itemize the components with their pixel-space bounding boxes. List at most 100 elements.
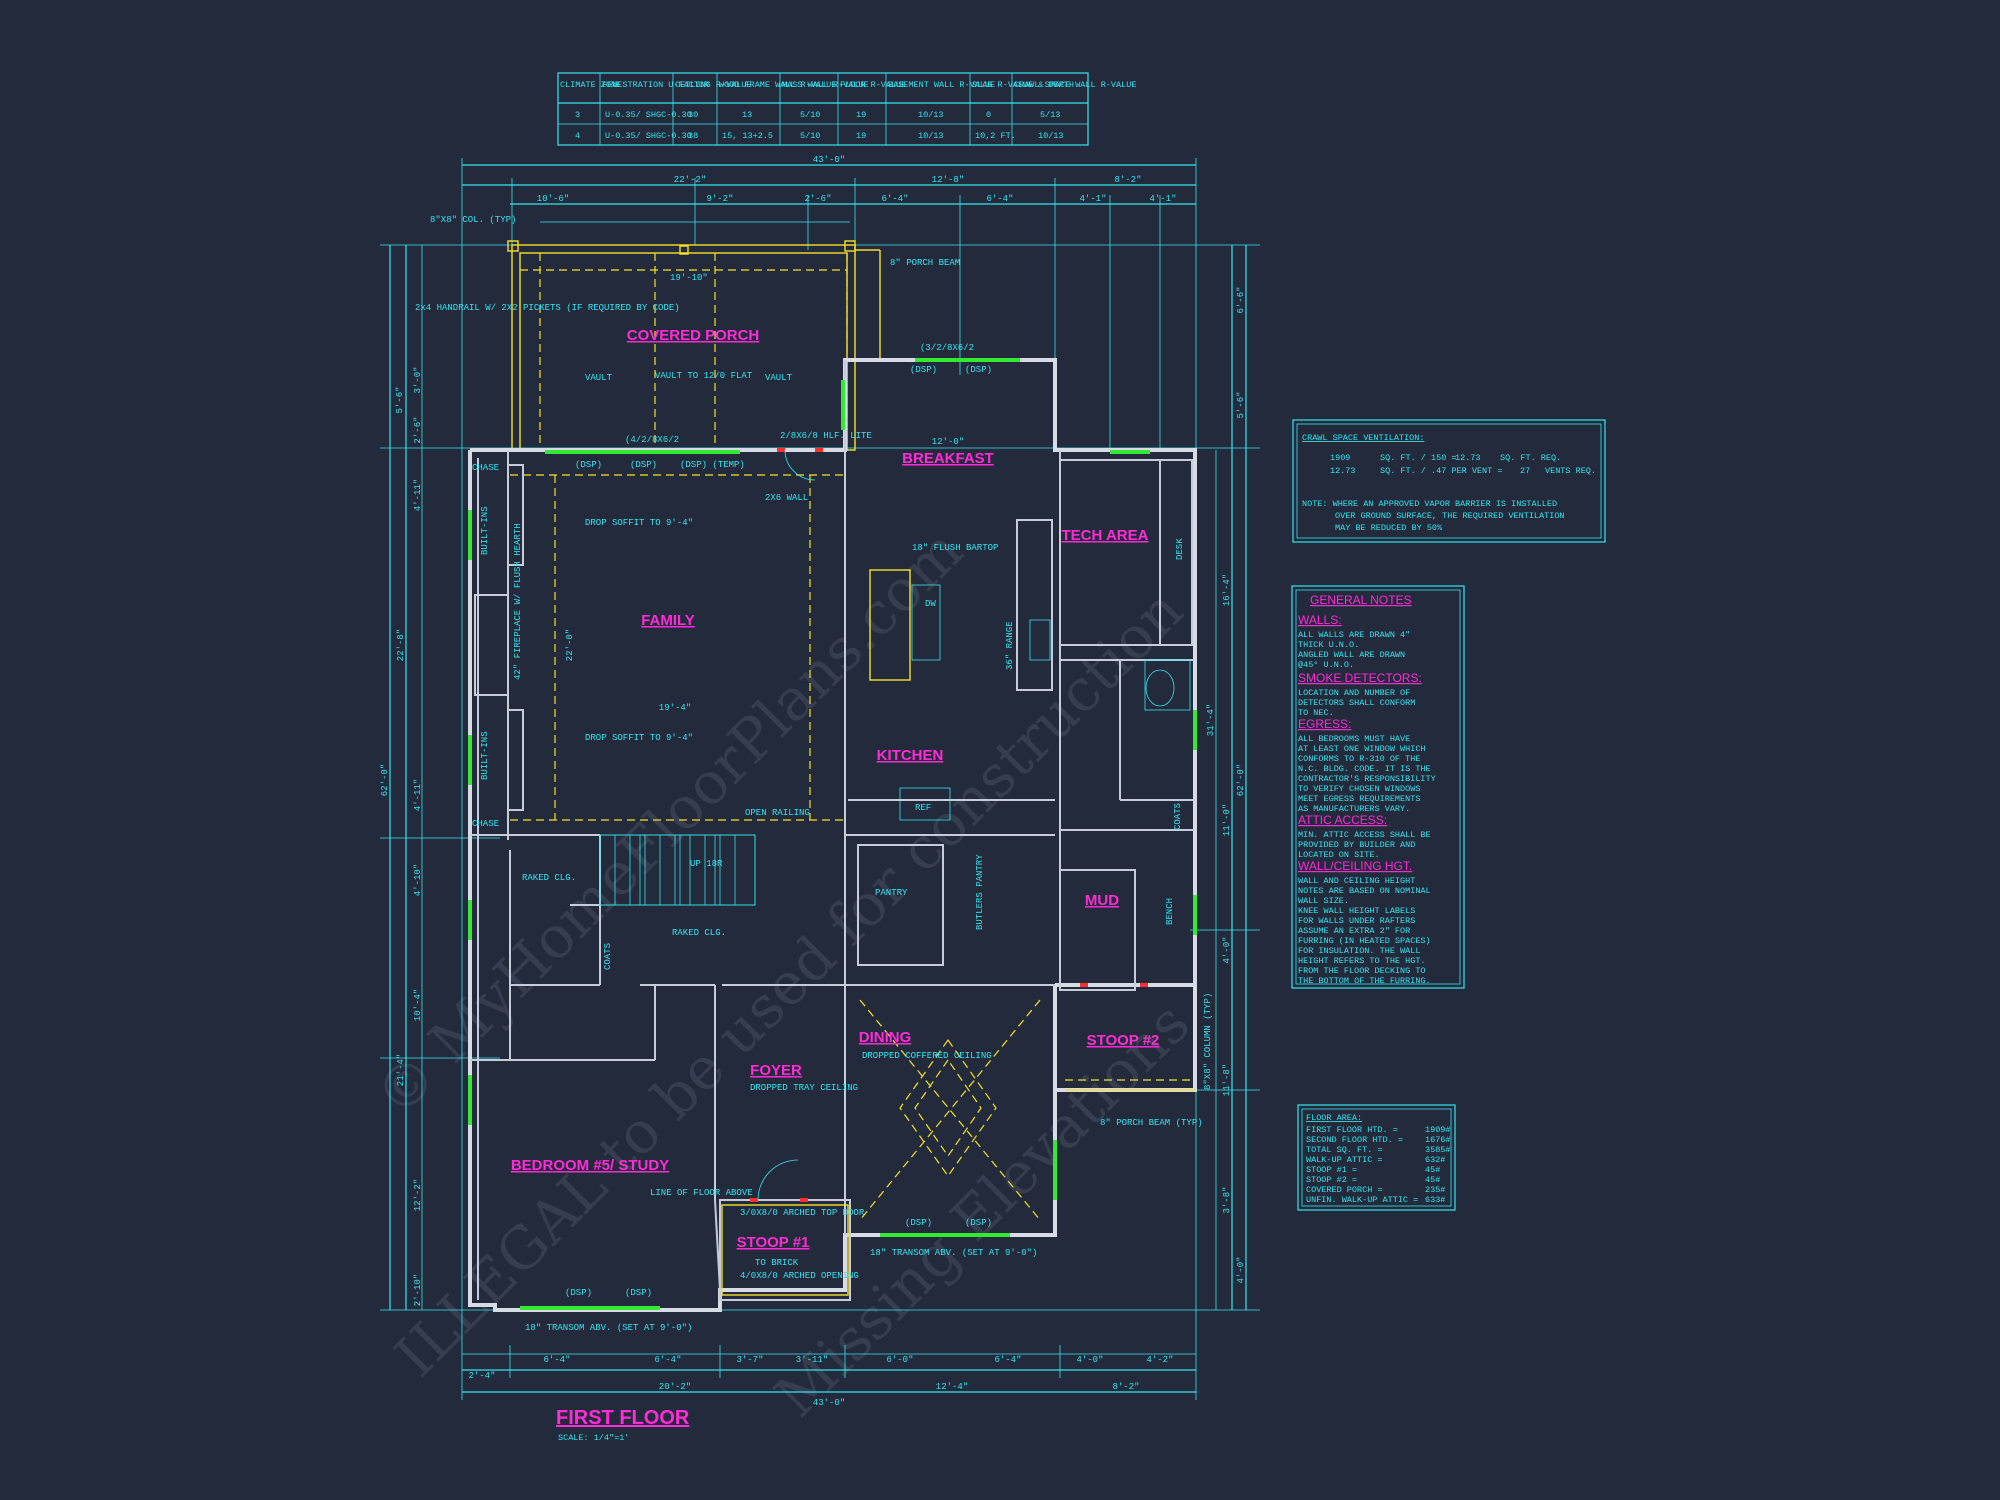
- coffered-ceiling: [859, 999, 1041, 1221]
- notes-line: WALL AND CEILING HEIGHT: [1298, 876, 1415, 886]
- notes-head-attic: ATTIC ACCESS:: [1298, 813, 1387, 827]
- dim-overall-width-bottom: 43'-0": [813, 1398, 845, 1408]
- dim-left: 3'-0": [413, 366, 423, 393]
- notes-line: THICK U.N.O.: [1298, 640, 1359, 650]
- crawl-note: OVER GROUND SURFACE, THE REQUIRED VENTIL…: [1335, 511, 1565, 521]
- crawl-val: 27: [1520, 466, 1530, 476]
- notes-line: DETECTORS SHALL CONFORM: [1298, 698, 1415, 708]
- table-cell: 10,2 FT.: [975, 131, 1016, 141]
- crawl-note: NOTE: WHERE AN APPROVED VAPOR BARRIER IS…: [1302, 499, 1557, 509]
- label-drop-soffit: DROP SOFFIT TO 9'-4": [585, 518, 693, 528]
- notes-line: WALL SIZE.: [1298, 896, 1349, 906]
- crawl-val: 1909: [1330, 453, 1350, 463]
- dim-left: 4'-11": [413, 779, 423, 811]
- notes-line: THE BOTTOM OF THE FURRING.: [1298, 976, 1431, 986]
- table-cell: 5/13: [1040, 110, 1060, 120]
- notes-line: AT LEAST ONE WINDOW WHICH: [1298, 744, 1426, 754]
- floor-area-label: STOOP #2 =: [1306, 1175, 1357, 1185]
- crawl-val: 12.73: [1330, 466, 1356, 476]
- notes-line: ALL BEDROOMS MUST HAVE: [1298, 734, 1410, 744]
- notes-line: LOCATION AND NUMBER OF: [1298, 688, 1410, 698]
- dim-left: 2'-10": [413, 1274, 423, 1306]
- dim-row2: 10'-6": [537, 194, 569, 204]
- crawl-ventilation-box: CRAWL SPACE VENTILATION: 1909 SQ. FT. / …: [1292, 419, 1606, 543]
- dim-right: 4'-0": [1236, 1256, 1246, 1283]
- label-dsp: (DSP): [565, 1288, 592, 1298]
- dim-bottom-a: 20'-2": [659, 1382, 691, 1392]
- notes-line: CONFORMS TO R-310 OF THE: [1298, 754, 1420, 764]
- notes-line: FURRING (IN HEATED SPACES): [1298, 936, 1431, 946]
- table-cell: U-0.35/ SHGC-0.30: [605, 110, 692, 120]
- dim-left: 21'-4": [396, 1054, 406, 1086]
- table-cell: 5/10: [800, 110, 820, 120]
- floor-area-title: FLOOR AREA:: [1306, 1113, 1362, 1123]
- floor-area-label: UNFIN. WALK-UP ATTIC =: [1306, 1195, 1418, 1205]
- label-dsp: (DSP): [910, 365, 937, 375]
- notes-head-walls: WALLS:: [1298, 613, 1342, 627]
- dim-row2: 4'-1": [1079, 194, 1106, 204]
- floor-area-value: 632#: [1425, 1155, 1445, 1165]
- label-col: 8"X8" COL. (TYP): [430, 215, 516, 225]
- crawl-note: MAY BE REDUCED BY 50%: [1335, 523, 1443, 533]
- dim-overall-width: 43'-0": [813, 155, 845, 165]
- dim-right: 31'-4": [1206, 704, 1216, 736]
- table-cell: 10/13: [918, 131, 944, 141]
- dim-left: 10'-4": [413, 989, 423, 1021]
- room-foyer: FOYER: [750, 1062, 802, 1079]
- floor-area-value: 1676#: [1425, 1135, 1451, 1145]
- notes-line: LOCATED ON SITE.: [1298, 850, 1380, 860]
- door-marks: [750, 448, 1148, 1202]
- table-header: CLIMATE ZONE: [560, 80, 621, 90]
- room-mud: MUD: [1085, 892, 1119, 909]
- notes-line: PROVIDED BY BUILDER AND: [1298, 840, 1415, 850]
- dim-left: 4'-10": [413, 864, 423, 896]
- label-built-ins: BUILT-INS: [480, 731, 490, 780]
- label-dsp: (DSP): [625, 1288, 652, 1298]
- dimension-lines: 43'-0" 22'-2" 12'-8" 8'-2" 10'-6" 9'-2" …: [380, 155, 1260, 1408]
- drawing-title-text: FIRST FLOOR: [556, 1407, 690, 1429]
- table-header: FENESTRATION U-FACTOR: [602, 80, 709, 90]
- table-cell: 38: [688, 131, 698, 141]
- room-bedroom: BEDROOM #5/ STUDY: [511, 1157, 669, 1174]
- floor-area-value: 1909#: [1425, 1125, 1451, 1135]
- dim-bottom-row: 6'-0": [886, 1355, 913, 1365]
- crawl-text: SQ. FT. REQ.: [1500, 453, 1561, 463]
- label-dsp-temp: (DSP) (TEMP): [680, 460, 745, 470]
- label-hlf-lite: 2/8X6/8 HLF. LITE: [780, 431, 872, 441]
- notes-line: @45° U.N.O.: [1298, 660, 1354, 670]
- label-porch-depth: 19'-10": [670, 273, 708, 283]
- dim-right: 11'-0": [1222, 804, 1232, 836]
- label-arched-door: 3/0X8/0 ARCHED TOP DOOR: [740, 1208, 865, 1218]
- label-dsp: (DSP): [630, 460, 657, 470]
- drawing-title: FIRST FLOOR SCALE: 1/4"=1': [556, 1407, 690, 1443]
- dim-breakfast-width: 12'-0": [932, 437, 964, 447]
- dim-right: 6'-6": [1236, 286, 1246, 313]
- floor-area-label: FIRST FLOOR HTD. =: [1306, 1125, 1398, 1135]
- label-line-floor: LINE OF FLOOR ABOVE: [650, 1188, 753, 1198]
- label-range: 36" RANGE: [1005, 621, 1015, 670]
- notes-line: FOR WALLS UNDER RAFTERS: [1298, 916, 1415, 926]
- table-header: FLOOR R-VALUE: [840, 80, 906, 90]
- energy-table: CLIMATE ZONE FENESTRATION U-FACTOR CEILI…: [557, 72, 1136, 146]
- stair: [599, 834, 756, 906]
- dim-right: 16'-4": [1222, 574, 1232, 606]
- notes-line: N.C. BLDG. CODE. IT IS THE: [1298, 764, 1431, 774]
- dim-top-a: 22'-2": [674, 175, 706, 185]
- dim-bottom-row: 6'-4": [543, 1355, 570, 1365]
- floor-area-label: WALK-UP ATTIC =: [1306, 1155, 1383, 1165]
- label-handrail: 2x4 HANDRAIL W/ 2X2 PICKETS (IF REQUIRED…: [415, 303, 680, 313]
- notes-line: AS MANUFACTURERS VARY.: [1298, 804, 1410, 814]
- label-porch-beam-typ: 8" PORCH BEAM (TYP): [1100, 1118, 1203, 1128]
- label-chase: CHASE: [472, 463, 499, 473]
- label-pantry: PANTRY: [875, 888, 908, 898]
- dim-left: 5'-6": [395, 386, 405, 413]
- label-built-ins: BUILT-INS: [480, 506, 490, 555]
- table-header: WOOD FRAME WALL R-VALUE: [719, 80, 836, 90]
- label-raked: RAKED CLG.: [672, 928, 726, 938]
- covered-porch-structure: [507, 240, 881, 451]
- dim-right: 3'-8": [1222, 1186, 1232, 1213]
- dim-left: 22'-8": [396, 629, 406, 661]
- room-dining: DINING: [859, 1029, 912, 1046]
- dim-left: 12'-2": [413, 1179, 423, 1211]
- dim-bottom-row: 3'-7": [736, 1355, 763, 1365]
